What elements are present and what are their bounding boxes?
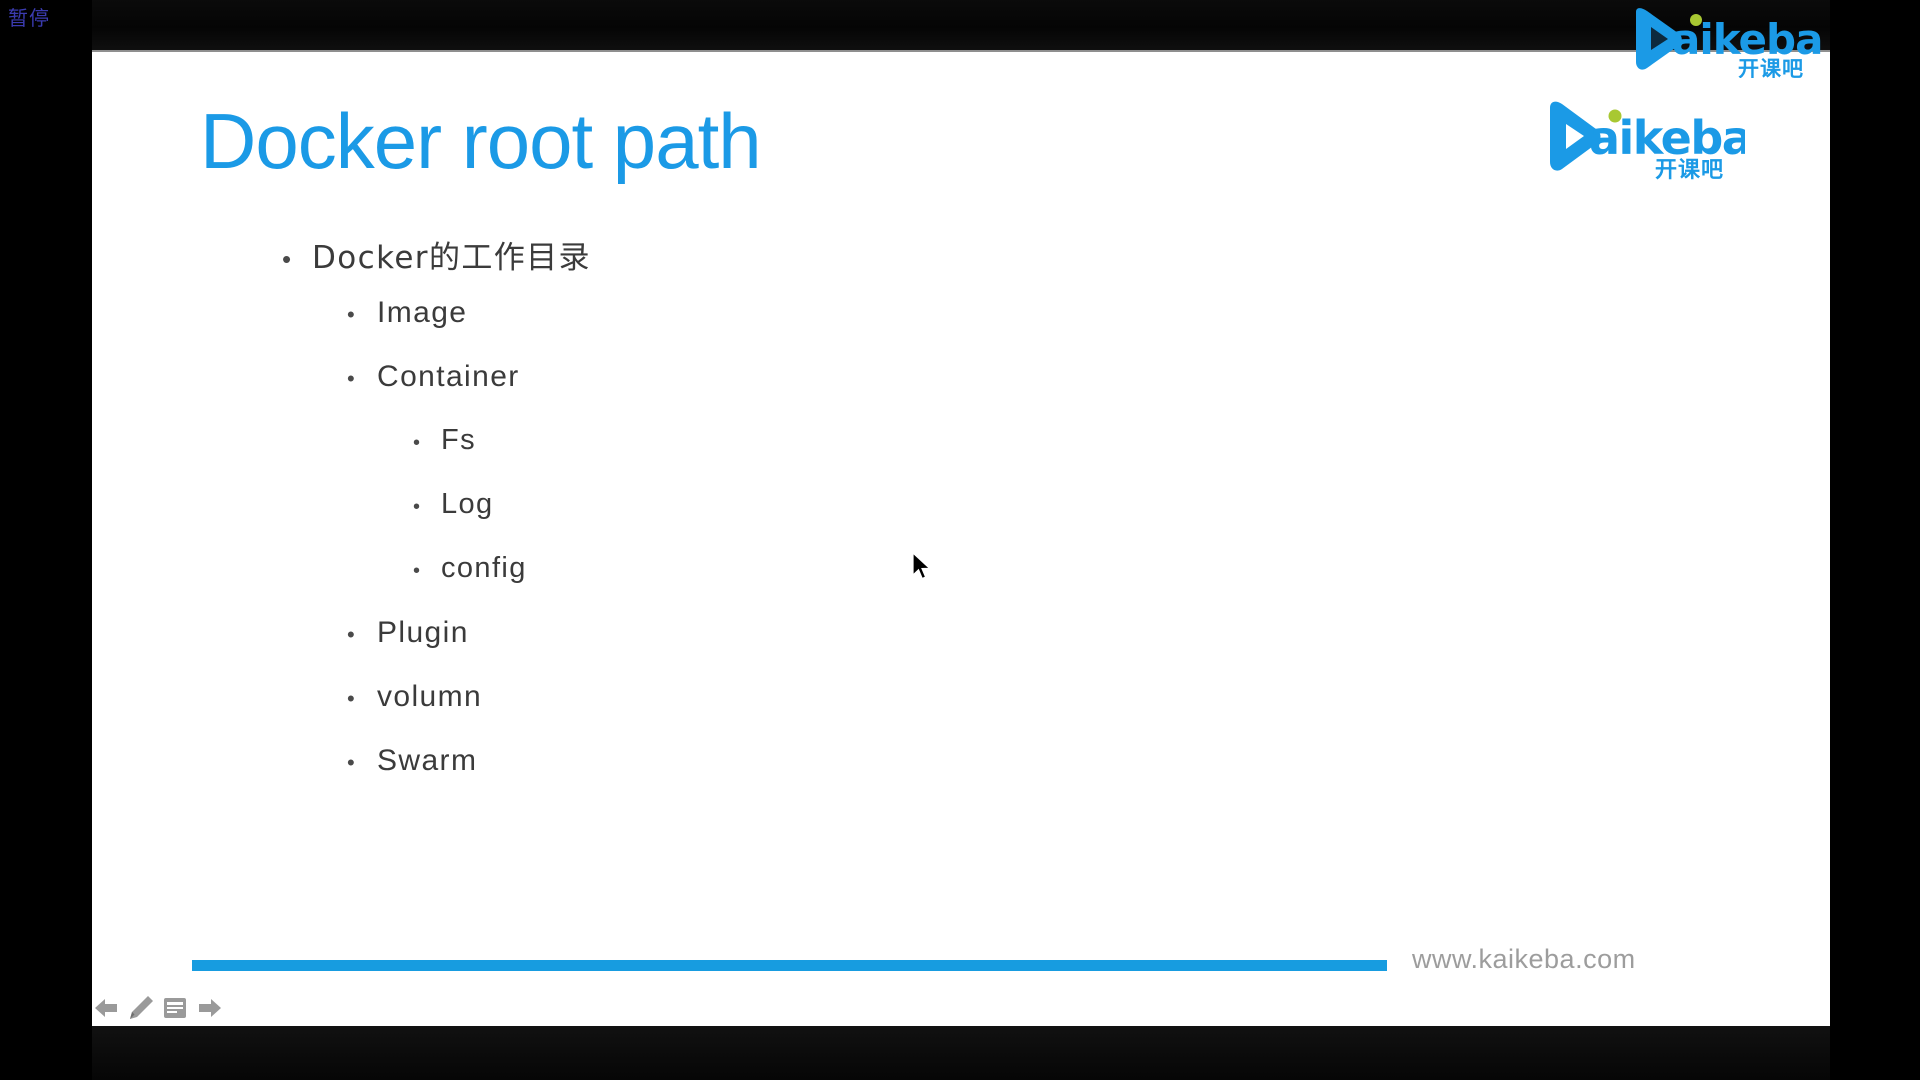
bullet-label: Container <box>377 360 520 393</box>
bullet-marker-icon: • <box>413 432 421 454</box>
bullet-marker-icon: • <box>347 686 355 711</box>
bullet-label: Docker的工作目录 <box>312 240 591 276</box>
bullet-label: config <box>441 552 527 584</box>
kaikeba-slide-logo: aikeba 开课吧 <box>1547 100 1753 183</box>
presentation-slide: Docker root path aikeba 开课吧 • Docker的工作目… <box>92 52 1830 1026</box>
svg-text:开课吧: 开课吧 <box>1738 57 1804 78</box>
previous-slide-icon[interactable] <box>92 993 122 1023</box>
slide-footer-url: www.kaikeba.com <box>1412 944 1636 974</box>
slide-footer-bar <box>192 960 1387 971</box>
bullet-item-level2: • Swarm <box>182 744 1482 808</box>
bullet-label: Image <box>377 296 468 329</box>
bullet-item-level3: • config <box>182 552 1482 616</box>
next-slide-icon[interactable] <box>194 993 224 1023</box>
bullet-marker-icon: • <box>413 496 421 518</box>
pen-tool-icon[interactable] <box>126 993 156 1023</box>
bullet-label: Swarm <box>377 744 478 777</box>
bullet-marker-icon: • <box>347 302 355 327</box>
bullet-label: Log <box>441 488 494 520</box>
bullet-label: volumn <box>377 680 483 713</box>
svg-text:开课吧: 开课吧 <box>1655 158 1724 180</box>
bullet-marker-icon: • <box>347 750 355 775</box>
kaikeba-watermark-logo: aikeba 开课吧 <box>1632 6 1832 81</box>
player-top-bar <box>92 0 1830 52</box>
bullet-label: Plugin <box>377 616 469 649</box>
player-bottom-bar <box>92 1026 1830 1080</box>
bullet-item-level2: • Plugin <box>182 616 1482 680</box>
bullet-item-level2: • Image <box>182 296 1482 360</box>
bullet-marker-icon: • <box>282 244 292 274</box>
bullet-marker-icon: • <box>347 622 355 647</box>
bullet-item-level2: • volumn <box>182 680 1482 744</box>
bullet-marker-icon: • <box>413 560 421 582</box>
slide-title: Docker root path <box>200 97 762 185</box>
bullet-item-level3: • Fs <box>182 424 1482 488</box>
bullet-item-level2: • Container <box>182 360 1482 424</box>
bullet-item-level1: • Docker的工作目录 <box>182 232 1482 296</box>
player-status-label: 暂停 <box>8 6 50 30</box>
slide-notes-icon[interactable] <box>160 993 190 1023</box>
bullet-item-level3: • Log <box>182 488 1482 552</box>
slide-bullet-list: • Docker的工作目录 • Image • Container • Fs •… <box>182 232 1482 808</box>
slide-nav-controls <box>92 990 232 1026</box>
bullet-marker-icon: • <box>347 366 355 391</box>
bullet-label: Fs <box>441 424 477 456</box>
